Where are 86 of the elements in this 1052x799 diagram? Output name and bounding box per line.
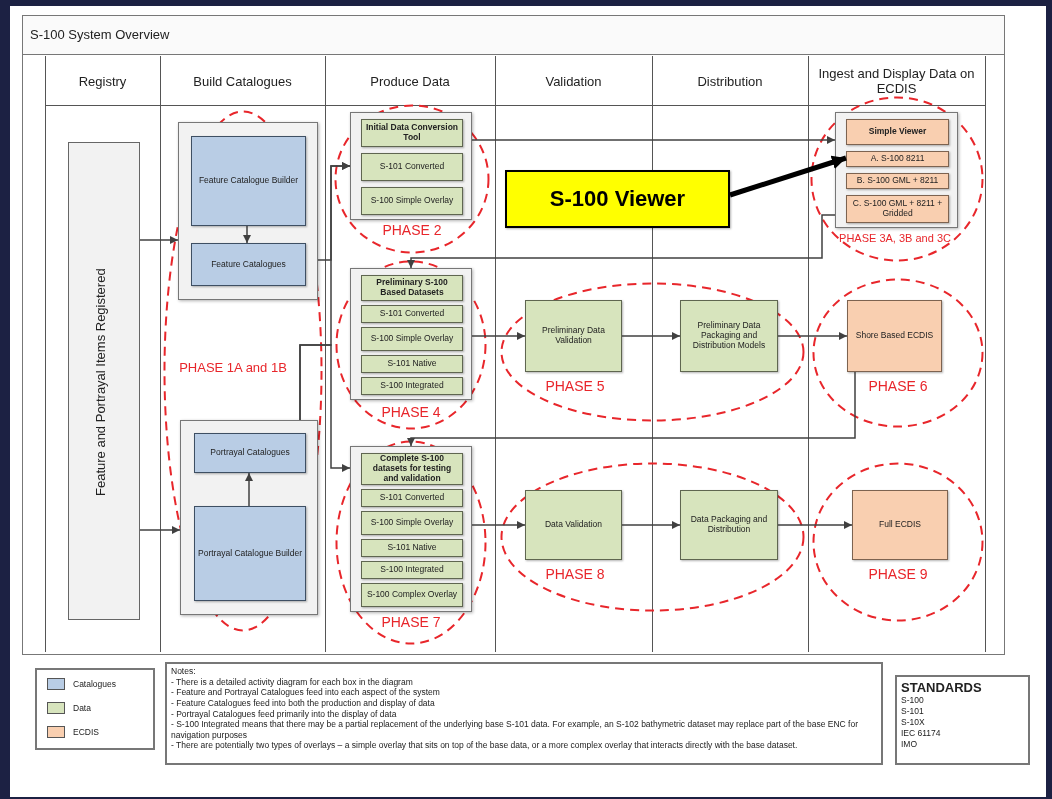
process-box: S-100 Integrated [361,377,463,395]
process-box: Preliminary S-100 Based Datasets [361,275,463,301]
lane-header: Distribution [696,72,764,91]
group-box [835,112,958,228]
standard-item: IMO [901,739,919,751]
lane-header: Validation [544,72,603,91]
lane-header: Produce Data [369,72,451,91]
note-line: - S-100 Integrated means that there may be a partial replacement of the underlying base S-101 data. For example, an S-102 bathymetric dataset may replace part of the base ENC for navigation purposes [171,719,859,741]
process-box: Full ECDIS [852,490,948,560]
process-box: S-100 Integrated [361,561,463,579]
arrow [471,521,526,529]
arrow [407,371,856,447]
phase-label: PHASE 9 [867,566,929,582]
process-box: S-100 Simple Overlay [361,187,463,215]
process-box [68,142,140,620]
arrow [245,472,253,507]
process-box: Data Validation [525,490,622,560]
note-line: - There are potentially two types of overlays – a simple overlay that sits on top of the base data, or a more complex overlay that interacts directly with the base dataset. [171,740,799,751]
group-box [350,112,472,220]
process-box: Complete S-100 datasets for testing and validation [361,453,463,485]
standard-item: S-101 [901,706,925,718]
process-box: Portrayal Catalogue Builder [194,506,306,601]
group-box [180,420,318,615]
process-box: S-100 Simple Overlay [361,511,463,535]
phase-label: PHASE 3A, 3B and 3C [838,232,952,244]
arrow [471,136,836,144]
arrow [299,344,351,472]
arrow [777,332,848,340]
group-box [350,268,472,400]
standard-item: S-100 [901,695,925,707]
process-box: Shore Based ECDIS [847,300,942,372]
process-box: Simple Viewer [846,119,949,145]
arrow [777,521,853,529]
group-box [178,122,318,300]
arrow [243,225,251,244]
arrow [139,526,181,534]
lane-header: Registry [77,72,128,91]
standard-item: S-10X [901,717,926,729]
standards-heading: STANDARDS [901,680,983,695]
rotated-text: Feature and Portrayal Items Registered [93,267,108,498]
notes-heading: Notes: [171,666,197,677]
process-box: Preliminary Data Packaging and Distribution Models [680,300,778,372]
phase-label: PHASE 8 [544,566,606,582]
legend-label: Data [73,702,91,714]
lane-header: Ingest and Display Data on ECDIS [817,65,976,98]
legend-label: Catalogues [73,678,116,690]
process-box: S-100 Simple Overlay [361,327,463,351]
group-box [350,446,472,612]
process-box: B. S-100 GML + 8211 [846,173,949,189]
arrow [471,332,526,340]
process-box: S-101 Converted [361,305,463,323]
phase-label: PHASE 7 [380,614,442,630]
callout-box: S-100 Viewer [505,170,730,228]
process-box: A. S-100 8211 [846,151,949,167]
process-box: S-100 Complex Overlay [361,583,463,607]
phase-label: PHASE 4 [380,404,442,420]
legend-label: ECDIS [73,726,99,738]
process-box: S-101 Native [361,355,463,373]
notes-box [165,662,883,765]
process-box: S-101 Converted [361,489,463,507]
diagram-title: S-100 System Overview [30,27,170,42]
standards-box [895,675,1030,765]
process-box: Feature Catalogue Builder [191,136,306,226]
arrow [621,332,681,340]
process-box: Feature Catalogues [191,243,306,286]
phase-label: PHASE 6 [868,378,928,394]
process-box: C. S-100 GML + 8211 + Gridded [846,195,949,223]
process-box: S-101 Converted [361,153,463,181]
process-box: Portrayal Catalogues [194,433,306,473]
process-box: Data Packaging and Distribution [680,490,778,560]
process-box: S-101 Native [361,539,463,557]
process-box: Initial Data Conversion Tool [361,119,463,147]
arrow [729,155,847,198]
note-line: - Feature Catalogues feed into both the production and display of data [171,697,436,709]
phase-label: PHASE 5 [544,378,606,394]
note-line: - Portrayal Catalogues feed primarily into the display of data [171,708,398,720]
note-line: - There is a detailed activity diagram for each box in the diagram [171,676,414,688]
standard-item: IEC 61174 [901,728,942,740]
phase-label: PHASE 1A and 1B [178,360,288,375]
note-line: - Feature and Portrayal Catalogues feed into each aspect of the system [171,687,441,698]
process-box: Preliminary Data Validation [525,300,622,372]
phase-label: PHASE 2 [381,222,443,238]
lane-header: Build Catalogues [192,72,293,91]
arrow [407,214,836,269]
arrow [621,521,681,529]
arrow [139,236,179,244]
